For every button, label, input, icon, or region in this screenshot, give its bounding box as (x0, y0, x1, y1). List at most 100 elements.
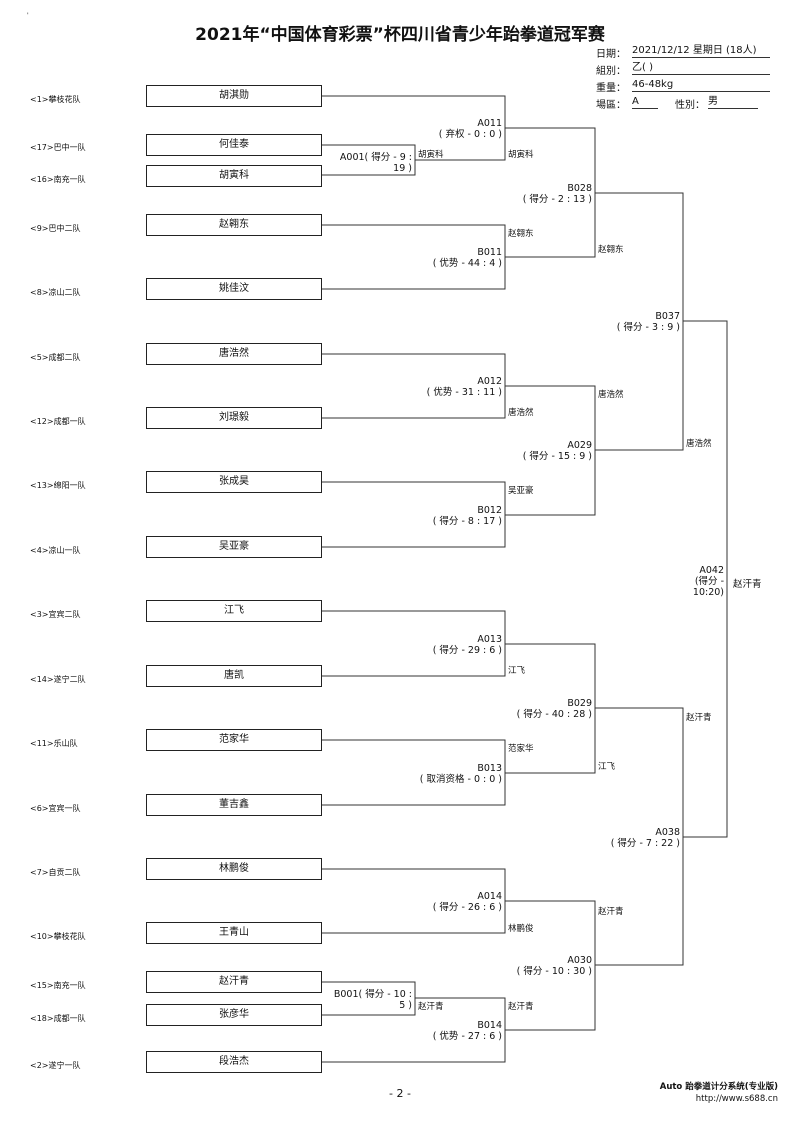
winner-label: 赵翱东 (508, 229, 534, 239)
competitor-box: 刘璟毅 (146, 407, 322, 429)
match-code: A012 (477, 376, 502, 387)
team-label: <10>攀枝花队 (30, 932, 86, 941)
page-title: 2021年“中国体育彩票”杯四川省青少年跆拳道冠军赛 (195, 25, 605, 45)
weight-label: 重量： (596, 83, 626, 94)
team-label: <8>凉山二队 (30, 288, 81, 297)
competitor-box: 段浩杰 (146, 1051, 322, 1073)
match-label: B012 ( 得分 - 8 : 17 ) (400, 505, 502, 527)
champion-label: 赵汗青 (733, 579, 762, 590)
team-label: <14>遂宁二队 (30, 675, 86, 684)
match-result: ( 优势 - 31 : 11 ) (426, 387, 502, 398)
team-label: <1>攀枝花队 (30, 95, 81, 104)
match-result: B001( 得分 - 10 : (333, 989, 412, 1000)
competitor-box: 姚佳汶 (146, 278, 322, 300)
competitor-box: 董吉鑫 (146, 794, 322, 816)
match-label: B013 ( 取消资格 - 0 : 0 ) (400, 763, 502, 785)
team-label: <5>成都二队 (30, 353, 81, 362)
page-number: - 2 - (389, 1087, 411, 1100)
match-result: ( 弃权 - 0 : 0 ) (438, 129, 502, 140)
winner-label: 赵翱东 (598, 245, 624, 255)
winner-label: 赵汗青 (598, 907, 624, 917)
winner-label: 林鹏俊 (508, 924, 534, 934)
system-name: Auto 跆拳道计分系统(专业版) (659, 1082, 778, 1092)
date-value: 2021/12/12 星期日 (18人) (632, 45, 770, 58)
winner-label: 唐浩然 (508, 408, 534, 418)
team-label: <6>宜宾一队 (30, 804, 81, 813)
match-label: A030 ( 得分 - 10 : 30 ) (490, 955, 592, 977)
competitor-box: 林鹏俊 (146, 858, 322, 880)
match-label: B028 ( 得分 - 2 : 13 ) (490, 183, 592, 205)
competitor-box: 张彦华 (146, 1004, 322, 1026)
match-code: B037 (655, 311, 680, 322)
team-label: <17>巴中一队 (30, 143, 86, 152)
court-label: 場區： (596, 100, 626, 111)
match-label: B037 ( 得分 - 3 : 9 ) (578, 311, 680, 333)
match-code: B013 (477, 763, 502, 774)
match-result: ( 优势 - 27 : 6 ) (432, 1031, 502, 1042)
match-result: 10:20) (692, 587, 724, 598)
winner-label: 唐浩然 (686, 439, 712, 449)
match-code: B028 (567, 183, 592, 194)
match-result: ( 得分 - 3 : 9 ) (616, 322, 680, 333)
competitor-box: 胡淇勋 (146, 85, 322, 107)
match-result: 5 ) (399, 1000, 412, 1011)
match-code: B012 (477, 505, 502, 516)
match-label: A011 ( 弃权 - 0 : 0 ) (400, 118, 502, 140)
match-code: A029 (567, 440, 592, 451)
match-code: A014 (477, 891, 502, 902)
match-label: A038 ( 得分 - 7 : 22 ) (578, 827, 680, 849)
competitor-box: 江飞 (146, 600, 322, 622)
match-code: B014 (477, 1020, 502, 1031)
match-result: ( 得分 - 8 : 17 ) (432, 516, 502, 527)
match-code: B011 (477, 247, 502, 258)
match-result: ( 得分 - 7 : 22 ) (610, 838, 680, 849)
winner-label: 江飞 (598, 762, 616, 772)
sex-label: 性別： (675, 100, 705, 111)
system-url: http://www.s688.cn (695, 1094, 778, 1104)
match-code: A042 (699, 565, 724, 576)
team-label: <2>遂宁一队 (30, 1061, 81, 1070)
weight-value: 46-48kg (632, 79, 770, 92)
group-label: 組別： (596, 66, 626, 77)
winner-label: 赵汗青 (686, 713, 712, 723)
match-result: ( 得分 - 40 : 28 ) (516, 709, 592, 720)
competitor-box: 唐凯 (146, 665, 322, 687)
competitor-box: 胡寅科 (146, 165, 322, 187)
competitor-box: 吴亚豪 (146, 536, 322, 558)
match-result: 19 ) (393, 163, 412, 174)
match-code: A030 (567, 955, 592, 966)
match-code: A038 (655, 827, 680, 838)
winner-label: 胡寅科 (508, 150, 534, 160)
winner-label: 吴亚豪 (508, 486, 534, 496)
match-label: A029 ( 得分 - 15 : 9 ) (490, 440, 592, 462)
corner-mark: ' (27, 12, 29, 19)
team-label: <7>自贡二队 (30, 868, 81, 877)
team-label: <16>南充一队 (30, 175, 86, 184)
match-label: B001( 得分 - 10 : 5 ) (332, 989, 412, 1011)
court-value: A (632, 96, 658, 109)
winner-label: 胡寅科 (418, 150, 444, 160)
match-result: ( 得分 - 10 : 30 ) (516, 966, 592, 977)
match-label: A014 ( 得分 - 26 : 6 ) (400, 891, 502, 913)
match-result: ( 得分 - 15 : 9 ) (522, 451, 592, 462)
match-code: A013 (477, 634, 502, 645)
match-code: A011 (477, 118, 502, 129)
team-label: <13>绵阳一队 (30, 481, 86, 490)
group-value: 乙( ) (632, 62, 770, 75)
team-label: <4>凉山一队 (30, 546, 81, 555)
team-label: <9>巴中二队 (30, 224, 81, 233)
match-label: B011 ( 优势 - 44 : 4 ) (400, 247, 502, 269)
match-result: ( 优势 - 44 : 4 ) (432, 258, 502, 269)
competitor-box: 赵翱东 (146, 214, 322, 236)
competitor-box: 王青山 (146, 922, 322, 944)
final-match-label: A042 (得分 - 10:20) (676, 565, 724, 598)
match-code: B029 (567, 698, 592, 709)
team-label: <12>成都一队 (30, 417, 86, 426)
match-label: A001( 得分 - 9 : 19 ) (332, 152, 412, 174)
match-result: (得分 - (694, 576, 724, 587)
team-label: <11>乐山队 (30, 739, 78, 748)
winner-label: 江飞 (508, 666, 526, 676)
match-result: ( 取消资格 - 0 : 0 ) (419, 774, 502, 785)
match-result: ( 得分 - 26 : 6 ) (432, 902, 502, 913)
